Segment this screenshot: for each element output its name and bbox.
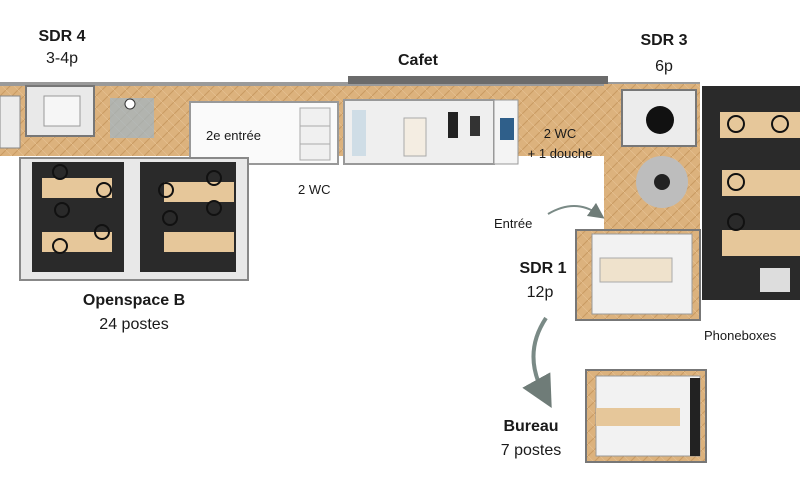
entrance-arrow: [547, 202, 605, 219]
entrance-label: Entrée: [494, 216, 533, 231]
cafet-title: Cafet: [397, 52, 439, 69]
sdr4-title: SDR 4: [38, 28, 86, 45]
sdr4-capacity: 3-4p: [45, 50, 79, 67]
openspace-right: [702, 86, 800, 300]
cafet-room: [343, 99, 495, 165]
left-room: [0, 95, 21, 149]
bureau-title: Bureau: [503, 418, 559, 435]
sdr3-title: SDR 3: [640, 32, 688, 49]
bureau-room: [585, 369, 707, 463]
openspace-b-room: [19, 157, 249, 281]
sdr1-to-bureau-arrow: [522, 316, 552, 409]
cafet-counter: [348, 76, 608, 84]
wc-right-block: [493, 99, 519, 165]
sdr1-room: [575, 229, 701, 321]
sdr1-capacity: 12p: [526, 284, 554, 301]
openspace-b-capacity: 24 postes: [99, 316, 169, 333]
sdr4-room: [25, 85, 154, 138]
wc-right-label-2: + 1 douche: [527, 146, 593, 161]
sdr1-title: SDR 1: [519, 260, 567, 277]
second-entrance-label: 2e entrée: [206, 128, 261, 143]
sdr3-capacity: 6p: [655, 58, 673, 75]
sdr3-room: [621, 89, 697, 208]
wc-left-label: 2 WC: [298, 182, 331, 197]
openspace-b-title: Openspace B: [82, 292, 186, 309]
wc-left-block: [189, 101, 339, 165]
wc-right-label-1: 2 WC: [543, 126, 577, 141]
phoneboxes-label: Phoneboxes: [704, 328, 777, 343]
bureau-capacity: 7 postes: [500, 442, 562, 459]
